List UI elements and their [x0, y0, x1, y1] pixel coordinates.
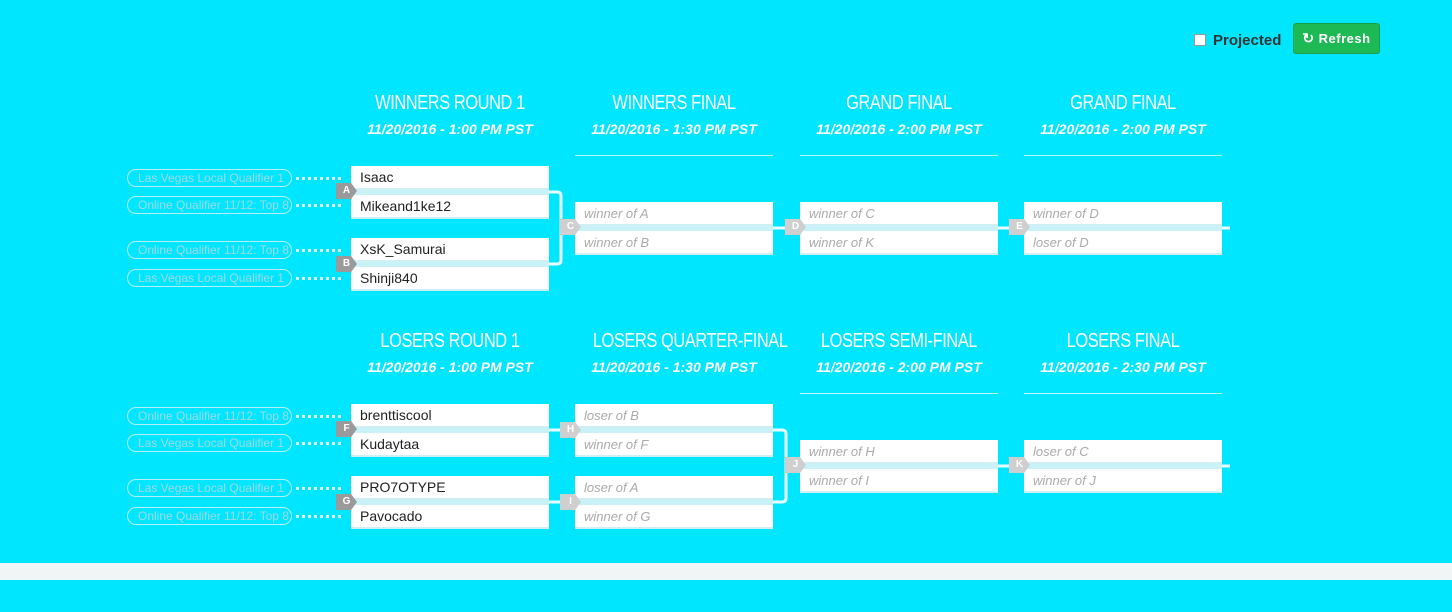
header-divider	[1024, 393, 1222, 394]
player-slot[interactable]: Pavocado	[351, 505, 549, 529]
match-tag: B	[336, 256, 357, 272]
player-slot[interactable]: winner of A	[575, 202, 773, 226]
player-slot[interactable]: Isaac	[351, 166, 549, 190]
match-separator	[351, 500, 549, 505]
column-header-losers-final: LOSERS FINAL 11/20/2016 - 2:30 PM PST	[1024, 329, 1222, 394]
seed-connector	[296, 249, 341, 252]
header-divider	[1024, 155, 1222, 156]
player-slot[interactable]: winner of H	[800, 440, 998, 464]
match-tag: A	[336, 183, 357, 199]
match-tag: J	[785, 457, 806, 473]
match-tag: H	[560, 422, 581, 438]
seed-connector	[296, 277, 341, 280]
round-title: WINNERS FINAL	[612, 92, 736, 114]
player-slot[interactable]: XsK_Samurai	[351, 238, 549, 262]
seed-label: Las Vegas Local Qualifier 1	[127, 269, 292, 287]
page-divider	[0, 563, 1452, 580]
round-date: 11/20/2016 - 1:00 PM PST	[367, 359, 533, 375]
player-slot[interactable]: loser of D	[1024, 231, 1222, 255]
player-slot[interactable]: winner of D	[1024, 202, 1222, 226]
seed-label: Las Vegas Local Qualifier 1	[127, 169, 292, 187]
player-slot[interactable]: Mikeand1ke12	[351, 195, 549, 219]
column-header-losers-semi-final: LOSERS SEMI-FINAL 11/20/2016 - 2:00 PM P…	[800, 329, 998, 394]
round-date: 11/20/2016 - 2:30 PM PST	[1040, 359, 1206, 375]
match-separator	[351, 262, 549, 267]
projected-checkbox[interactable]	[1194, 34, 1206, 46]
match-separator	[1024, 464, 1222, 469]
match-tag: G	[336, 494, 357, 510]
match-separator	[575, 428, 773, 433]
round-title: LOSERS QUARTER-FINAL	[592, 330, 788, 352]
match-separator	[800, 226, 998, 231]
column-header-grand-final: GRAND FINAL 11/20/2016 - 2:00 PM PST	[800, 91, 998, 156]
player-slot[interactable]: loser of B	[575, 404, 773, 428]
round-title: WINNERS ROUND 1	[375, 92, 525, 114]
round-title: GRAND FINAL	[1070, 92, 1176, 114]
column-header-winners-round-1: WINNERS ROUND 1 11/20/2016 - 1:00 PM PST	[351, 91, 549, 137]
player-slot[interactable]: winner of C	[800, 202, 998, 226]
header-divider	[800, 155, 998, 156]
player-slot[interactable]: loser of A	[575, 476, 773, 500]
round-date: 11/20/2016 - 1:00 PM PST	[367, 121, 533, 137]
seed-label: Online Qualifier 11/12: Top 8	[127, 196, 292, 214]
round-date: 11/20/2016 - 1:30 PM PST	[591, 121, 757, 137]
match-tag: F	[336, 421, 357, 437]
round-date: 11/20/2016 - 2:00 PM PST	[816, 359, 982, 375]
player-slot[interactable]: winner of F	[575, 433, 773, 457]
match-separator	[800, 464, 998, 469]
refresh-label: Refresh	[1318, 31, 1371, 46]
seed-label: Las Vegas Local Qualifier 1	[127, 434, 292, 452]
refresh-icon: ↻	[1302, 30, 1315, 46]
seed-label: Online Qualifier 11/12: Top 8	[127, 507, 292, 525]
round-title: LOSERS FINAL	[1066, 330, 1180, 352]
round-date: 11/20/2016 - 2:00 PM PST	[1040, 121, 1206, 137]
player-slot[interactable]: brenttiscool	[351, 404, 549, 428]
seed-label: Online Qualifier 11/12: Top 8	[127, 407, 292, 425]
match-tag: D	[785, 219, 806, 235]
seed-connector	[296, 442, 341, 445]
column-header-grand-final-reset: GRAND FINAL 11/20/2016 - 2:00 PM PST	[1024, 91, 1222, 156]
projected-toggle[interactable]: Projected	[1194, 31, 1281, 49]
player-slot[interactable]: winner of G	[575, 505, 773, 529]
player-slot[interactable]: loser of C	[1024, 440, 1222, 464]
seed-connector	[296, 204, 341, 207]
round-date: 11/20/2016 - 2:00 PM PST	[816, 121, 982, 137]
player-slot[interactable]: PRO7OTYPE	[351, 476, 549, 500]
match-tag: K	[1009, 457, 1030, 473]
match-tag: E	[1009, 219, 1030, 235]
match-separator	[575, 226, 773, 231]
round-title: LOSERS ROUND 1	[380, 330, 520, 352]
seed-label: Las Vegas Local Qualifier 1	[127, 479, 292, 497]
seed-connector	[296, 487, 341, 490]
refresh-button[interactable]: ↻ Refresh	[1293, 23, 1380, 54]
column-header-losers-quarter-final: LOSERS QUARTER-FINAL 11/20/2016 - 1:30 P…	[575, 329, 788, 375]
match-separator	[575, 500, 773, 505]
seed-connector	[296, 177, 341, 180]
player-slot[interactable]: winner of I	[800, 469, 998, 493]
seed-connector	[296, 415, 341, 418]
player-slot[interactable]: Kudaytaa	[351, 433, 549, 457]
projected-label: Projected	[1213, 31, 1282, 49]
header-divider	[575, 155, 773, 156]
round-date: 11/20/2016 - 1:30 PM PST	[591, 359, 757, 375]
player-slot[interactable]: winner of K	[800, 231, 998, 255]
player-slot[interactable]: winner of B	[575, 231, 773, 255]
player-slot[interactable]: winner of J	[1024, 469, 1222, 493]
header-divider	[800, 393, 998, 394]
match-separator	[351, 428, 549, 433]
seed-label: Online Qualifier 11/12: Top 8	[127, 241, 292, 259]
column-header-losers-round-1: LOSERS ROUND 1 11/20/2016 - 1:00 PM PST	[351, 329, 549, 375]
seed-connector	[296, 515, 341, 518]
match-separator	[351, 190, 549, 195]
match-tag: I	[560, 494, 581, 510]
player-slot[interactable]: Shinji840	[351, 267, 549, 291]
round-title: GRAND FINAL	[846, 92, 952, 114]
column-header-winners-final: WINNERS FINAL 11/20/2016 - 1:30 PM PST	[575, 91, 773, 156]
match-tag: C	[560, 219, 581, 235]
round-title: LOSERS SEMI-FINAL	[820, 330, 978, 352]
match-separator	[1024, 226, 1222, 231]
